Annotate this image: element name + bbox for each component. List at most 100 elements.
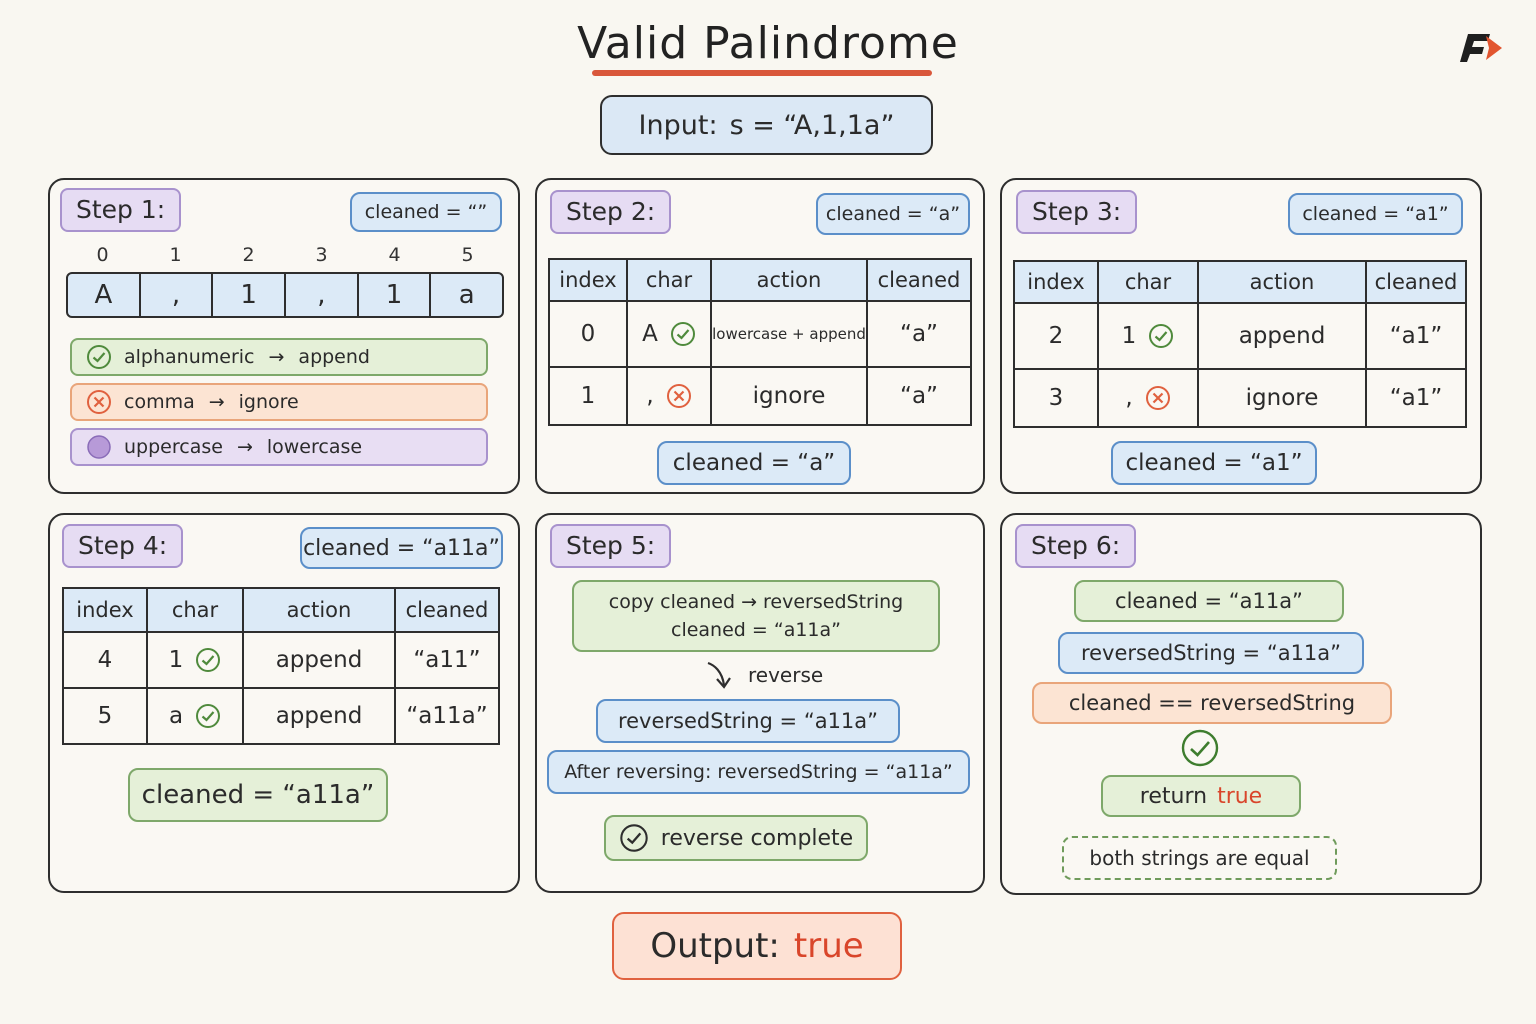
table-row: 5 a append “a11a” (62, 687, 500, 745)
col-header: cleaned (866, 258, 972, 302)
reverse-complete-label: reverse complete (660, 825, 854, 851)
copy-box: copy cleaned → reversedString cleaned = … (572, 580, 940, 652)
step3-tag: Step 3: (1016, 190, 1138, 234)
index-cell: 0 (548, 300, 628, 368)
reversed-box: reversedString = “a11a” (596, 699, 900, 743)
table-row: 3 , ignore “a1” (1013, 368, 1467, 428)
col-header: index (548, 258, 628, 302)
col-header: action (710, 258, 868, 302)
step4-result: cleaned = “a11a” (128, 768, 388, 822)
action-cell: lowercase + append (710, 300, 868, 368)
check-circle-icon (196, 648, 221, 672)
col-header: action (242, 587, 396, 633)
char-cell: A (626, 300, 712, 368)
index-cell: 2 (1013, 302, 1099, 370)
array-index: 0 (96, 244, 109, 266)
step4-tag: Step 4: (62, 524, 184, 568)
return-box: return true (1101, 775, 1301, 817)
char-value: a (168, 703, 184, 729)
page-title: Valid Palindrome (577, 18, 959, 69)
rule-right: ignore (238, 391, 299, 413)
index-cell: 3 (1013, 368, 1099, 428)
col-header: index (62, 587, 148, 633)
reverse-label: reverse (748, 663, 824, 687)
cleaned-cell: “a1” (1365, 368, 1467, 428)
action-cell: append (1197, 302, 1367, 370)
cleaned-cell: “a11” (394, 631, 500, 689)
return-keyword: return (1139, 783, 1208, 809)
array-cell: , (141, 274, 214, 316)
cleaned-cell: “a” (866, 366, 972, 426)
cleaned-cell: “a1” (1365, 302, 1467, 370)
x-circle-icon (87, 390, 111, 414)
output-label: Output: (650, 926, 780, 966)
rule-left: comma (124, 391, 195, 413)
array-cell: A (68, 274, 141, 316)
char-value: 1 (1121, 323, 1137, 349)
curved-arrow-icon (707, 661, 731, 689)
reverse-step: reverse (700, 656, 900, 694)
char-value: A (642, 321, 658, 347)
action-cell: append (242, 687, 396, 745)
array-cell: 1 (359, 274, 432, 316)
brand-logo-icon (1456, 28, 1508, 68)
rule-alphanumeric: alphanumeric → append (70, 338, 488, 376)
char-value: , (646, 383, 654, 409)
col-header: char (146, 587, 244, 633)
step4-cleaned-badge: cleaned = “a11a” (300, 527, 503, 569)
index-cell: 5 (62, 687, 148, 745)
step3-cleaned-badge: cleaned = “a1” (1288, 193, 1463, 235)
array-index: 5 (461, 244, 474, 266)
step2-cleaned-badge: cleaned = “a” (816, 193, 970, 235)
index-cell: 1 (548, 366, 628, 426)
array-index: 2 (242, 244, 255, 266)
arrow-icon: → (208, 391, 225, 413)
compare-box: cleaned == reversedString (1032, 682, 1392, 724)
step4-table: index char action cleaned 4 1 append “a1… (62, 587, 500, 745)
char-cell: , (1097, 368, 1199, 428)
array-index: 1 (169, 244, 182, 266)
purple-dot-icon (87, 435, 111, 459)
step1-tag: Step 1: (60, 188, 182, 232)
col-header: index (1013, 260, 1099, 304)
after-reversing-box: After reversing: reversedString = “a11a” (547, 750, 970, 794)
index-cell: 4 (62, 631, 148, 689)
char-cell: a (146, 687, 244, 745)
rule-uppercase: uppercase → lowercase (70, 428, 488, 466)
step1-index-row: 0 1 2 3 4 5 (66, 244, 504, 268)
char-value: 1 (168, 647, 184, 673)
step6-tag: Step 6: (1015, 524, 1137, 568)
array-index: 4 (388, 244, 401, 266)
array-cell: a (458, 280, 475, 310)
input-box: Input: s = “A,1,1a” (600, 95, 933, 155)
title-underline (592, 70, 932, 76)
rule-left: alphanumeric (124, 346, 255, 368)
step2-table: index char action cleaned 0 A lowercase … (548, 258, 972, 426)
check-circle-icon (670, 322, 695, 346)
output-value: true (793, 926, 864, 966)
col-header: char (626, 258, 712, 302)
output-box: Output: true (612, 912, 902, 980)
table-row: 4 1 append “a11” (62, 631, 500, 689)
input-label: Input: (638, 109, 718, 141)
array-index: 3 (315, 244, 328, 266)
action-cell: append (242, 631, 396, 689)
char-array: A , 1 , 1 a (66, 272, 504, 318)
step6-cleaned: cleaned = “a11a” (1074, 580, 1344, 622)
char-cell: , (626, 366, 712, 426)
cleaned-cell: “a11a” (394, 687, 500, 745)
check-circle-icon (620, 824, 648, 852)
action-cell: ignore (710, 366, 868, 426)
array-cell: , (286, 274, 359, 316)
x-circle-icon (666, 384, 691, 408)
col-header: char (1097, 260, 1199, 304)
step2-result: cleaned = “a” (657, 441, 851, 485)
rule-comma: comma → ignore (70, 383, 488, 421)
x-circle-icon (1145, 386, 1170, 410)
col-header: cleaned (394, 587, 500, 633)
char-cell: 1 (1097, 302, 1199, 370)
equal-note: both strings are equal (1062, 836, 1337, 880)
step2-tag: Step 2: (550, 190, 672, 234)
step3-table: index char action cleaned 2 1 append “a1… (1013, 260, 1467, 428)
copy-line2: cleaned = “a11a” (671, 619, 841, 641)
